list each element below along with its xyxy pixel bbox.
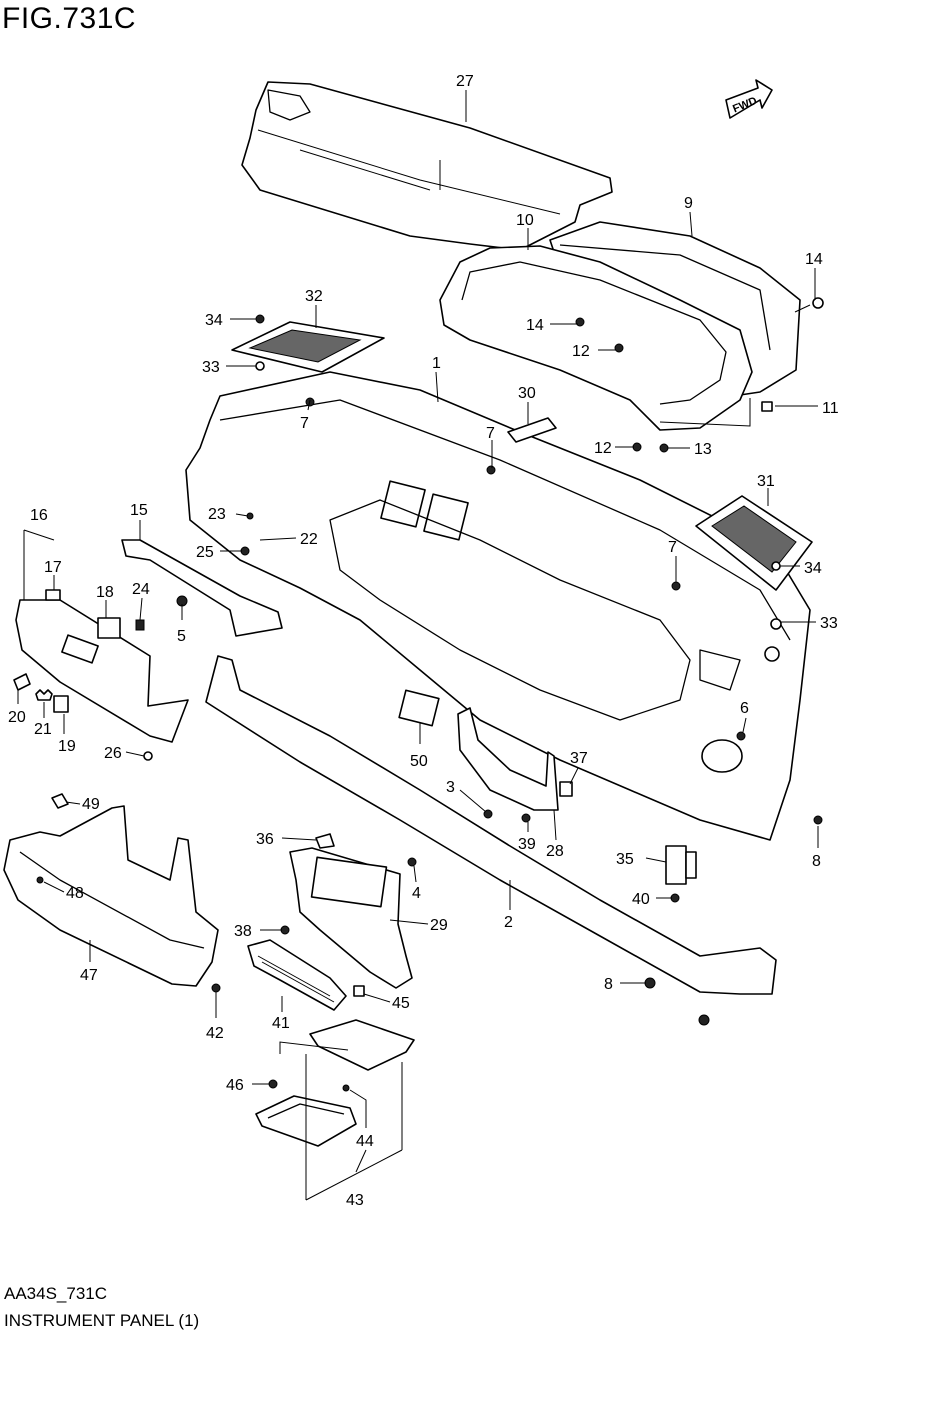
callout-13: 13	[694, 441, 712, 458]
meter-bezel-part	[439, 245, 753, 431]
callout-33: 33	[202, 359, 220, 376]
spring-part-21	[35, 689, 53, 701]
bracket-part-43	[309, 1019, 415, 1071]
speaker-grille-part-32	[231, 321, 385, 373]
bracket-part-28	[457, 707, 559, 811]
callout-8: 8	[812, 853, 821, 870]
top-cover-part	[241, 81, 613, 251]
callout-19: 19	[58, 738, 76, 755]
callout-29: 29	[430, 917, 448, 934]
callout-18: 18	[96, 584, 114, 601]
diagram-code: AA34S_731C	[4, 1284, 108, 1303]
figure-title: FIG.731C	[2, 2, 137, 35]
callout-labels: 27 9 10 14 14 12 11 12 13 32 34 33 1 30 …	[8, 73, 839, 1209]
callout-8: 8	[604, 976, 613, 993]
callout-4: 4	[412, 885, 421, 902]
callout-9: 9	[684, 195, 693, 212]
fwd-arrow-icon: FWD	[725, 79, 773, 119]
callout-20: 20	[8, 709, 26, 726]
callout-14: 14	[805, 251, 823, 268]
callout-28: 28	[546, 843, 564, 860]
callout-34: 34	[205, 312, 223, 329]
callout-44: 44	[356, 1133, 374, 1150]
callout-17: 17	[44, 559, 62, 576]
fastener-screws	[36, 297, 824, 1092]
callout-39: 39	[518, 836, 536, 853]
callout-32: 32	[305, 288, 323, 305]
callout-12: 12	[594, 440, 612, 457]
callout-23: 23	[208, 506, 226, 523]
callout-2: 2	[504, 914, 513, 931]
callout-48: 48	[66, 885, 84, 902]
callout-7: 7	[668, 539, 677, 556]
lower-cover-part	[3, 805, 219, 987]
part-17	[45, 589, 61, 601]
plate-part-30	[507, 417, 557, 443]
callout-47: 47	[80, 967, 98, 984]
callout-7: 7	[300, 415, 309, 432]
callout-26: 26	[104, 745, 122, 762]
callout-46: 46	[226, 1077, 244, 1094]
callout-15: 15	[130, 502, 148, 519]
switch-bracket-part-41	[247, 939, 347, 1011]
part-37	[559, 781, 573, 797]
instrument-panel-part	[185, 371, 811, 841]
bracket-part-15	[121, 539, 283, 637]
part-18	[97, 617, 121, 639]
reinforcement-member-part	[205, 655, 777, 995]
panel-part-29	[289, 847, 413, 989]
callout-41: 41	[272, 1015, 290, 1032]
callout-6: 6	[740, 700, 749, 717]
callout-10: 10	[516, 212, 534, 229]
callout-16: 16	[30, 507, 48, 524]
callout-24: 24	[132, 581, 150, 598]
part-19	[53, 695, 69, 713]
callout-50: 50	[410, 753, 428, 770]
callout-1: 1	[432, 355, 441, 372]
callout-30: 30	[518, 385, 536, 402]
callout-40: 40	[632, 891, 650, 908]
clip-part-49	[51, 793, 69, 809]
part-24	[135, 619, 145, 631]
callout-25: 25	[196, 544, 214, 561]
callout-11: 11	[822, 400, 839, 417]
callout-45: 45	[392, 995, 410, 1012]
callout-22: 22	[300, 531, 318, 548]
callout-12: 12	[572, 343, 590, 360]
leader-lines	[17, 90, 819, 1201]
callout-49: 49	[82, 796, 100, 813]
callout-33: 33	[820, 615, 838, 632]
callout-5: 5	[177, 628, 186, 645]
callout-14: 14	[526, 317, 544, 334]
callout-36: 36	[256, 831, 274, 848]
callout-43: 43	[346, 1192, 364, 1209]
callout-21: 21	[34, 721, 52, 738]
callout-7: 7	[486, 425, 495, 442]
diagram-caption: INSTRUMENT PANEL (1)	[4, 1311, 200, 1330]
callout-34: 34	[804, 560, 822, 577]
callout-37: 37	[570, 750, 588, 767]
part-35	[665, 845, 697, 885]
callout-27: 27	[456, 73, 474, 90]
part-36	[315, 833, 335, 849]
part-50	[398, 689, 440, 727]
callout-42: 42	[206, 1025, 224, 1042]
callout-31: 31	[757, 473, 775, 490]
callout-38: 38	[234, 923, 252, 940]
callout-35: 35	[616, 851, 634, 868]
part-20	[13, 673, 31, 691]
callout-3: 3	[446, 779, 455, 796]
